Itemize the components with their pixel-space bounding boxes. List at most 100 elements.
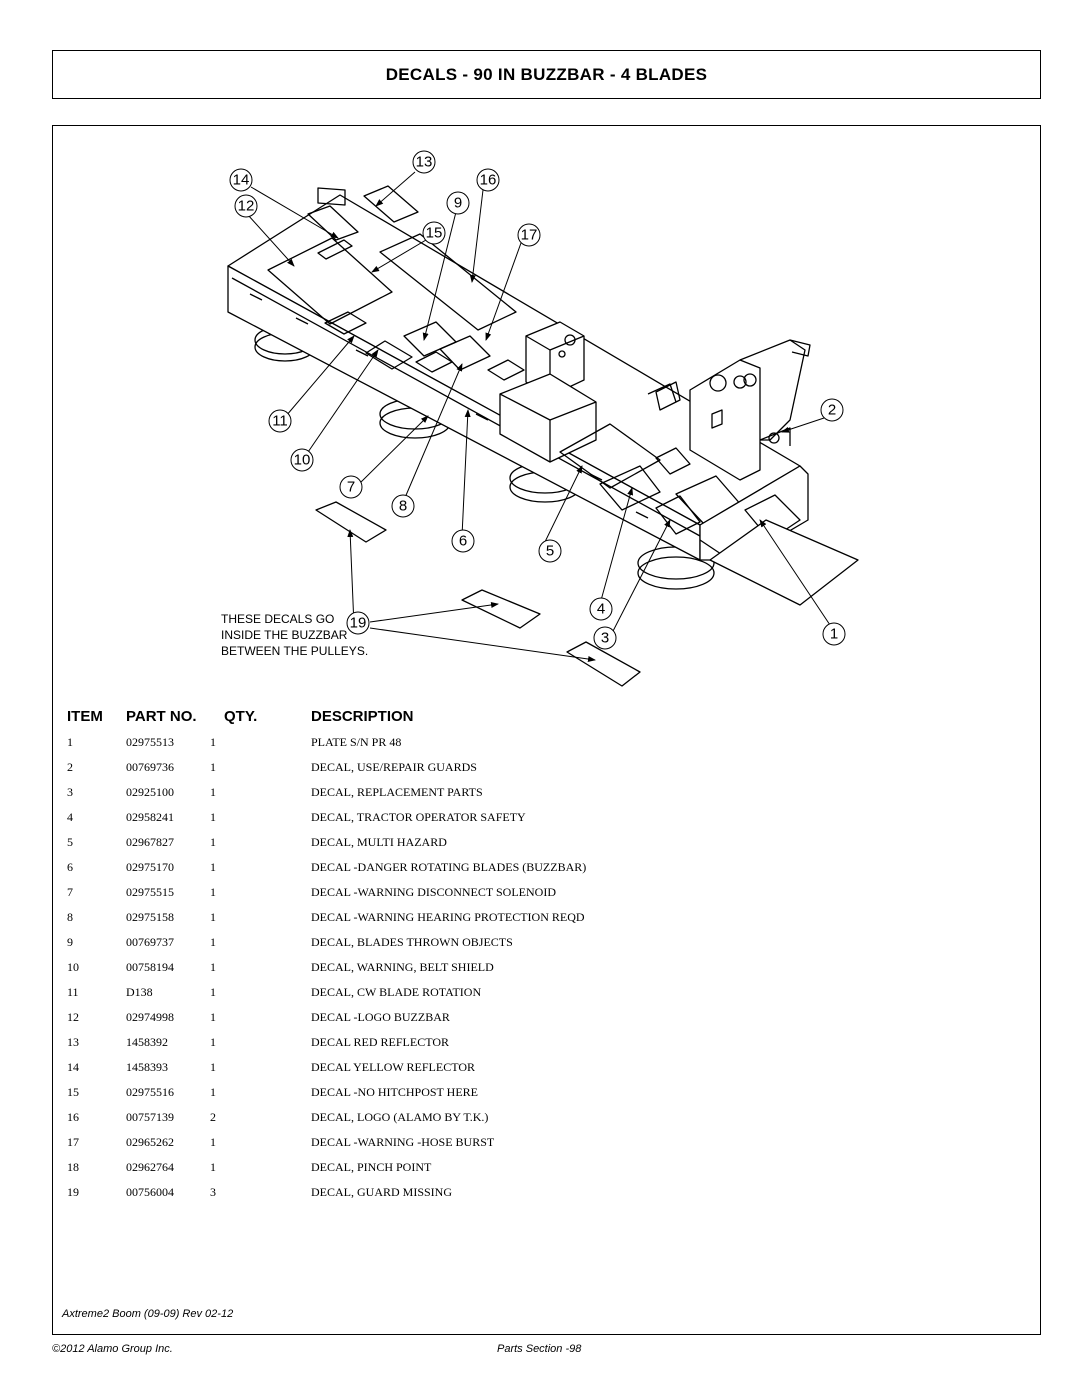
cell-qty: 1 <box>210 1035 216 1049</box>
cell-desc: DECAL YELLOW REFLECTOR <box>311 1060 475 1074</box>
cell-part: 00757139 <box>126 1110 174 1124</box>
cell-desc: DECAL, TRACTOR OPERATOR SAFETY <box>311 810 526 824</box>
cell-desc: DECAL RED REFLECTOR <box>311 1035 450 1049</box>
header-item: ITEM <box>67 708 103 725</box>
cell-qty: 1 <box>210 860 216 874</box>
callout-7: 7 <box>347 479 355 496</box>
cell-part: 02975170 <box>126 860 174 874</box>
table-row: 9 00769737 1 DECAL, BLADES THROWN OBJECTS <box>0 935 1080 960</box>
cell-desc: DECAL -WARNING DISCONNECT SOLENOID <box>311 885 556 899</box>
cell-item: 10 <box>67 960 79 974</box>
cell-item: 1 <box>67 735 73 749</box>
table-row: 8 02975158 1 DECAL -WARNING HEARING PROTECT… <box>0 910 1080 935</box>
callout-12: 12 <box>238 198 255 215</box>
footer-copyright: ©2012 Alamo Group Inc. <box>52 1343 173 1355</box>
cell-item: 15 <box>67 1085 79 1099</box>
note-line-3: BETWEEN THE PULLEYS. <box>221 644 368 658</box>
cell-desc: DECAL -DANGER ROTATING BLADES (BUZZBAR) <box>311 860 587 874</box>
cell-item: 14 <box>67 1060 79 1074</box>
cell-part: 02962764 <box>126 1160 174 1174</box>
cell-part: 02975513 <box>126 735 174 749</box>
cell-desc: DECAL, WARNING, BELT SHIELD <box>311 960 494 974</box>
cell-item: 4 <box>67 810 73 824</box>
cell-qty: 1 <box>210 885 216 899</box>
cell-part: 00769737 <box>126 935 174 949</box>
table-row: 1 02975513 1 PLATE S/N PR 48 <box>0 735 1080 760</box>
cell-desc: DECAL, GUARD MISSING <box>311 1185 453 1199</box>
table-row: 17 02965262 1 DECAL -WARNING -HOSE BURST <box>0 1135 1080 1160</box>
cell-item: 17 <box>67 1135 79 1149</box>
cell-item: 16 <box>67 1110 79 1124</box>
callout-14: 14 <box>233 172 250 189</box>
callout-3: 3 <box>601 630 609 647</box>
callout-13: 13 <box>416 154 433 171</box>
cell-item: 6 <box>67 860 73 874</box>
callout-5: 5 <box>546 543 554 560</box>
callout-19: 19 <box>350 615 367 632</box>
cell-item: 8 <box>67 910 73 924</box>
cell-qty: 1 <box>210 1135 216 1149</box>
cell-item: 9 <box>67 935 73 949</box>
cell-part: 02967827 <box>126 835 174 849</box>
cell-part: 02975516 <box>126 1085 174 1099</box>
callout-17: 17 <box>521 227 538 244</box>
cell-part: 02965262 <box>126 1135 174 1149</box>
callout-8: 8 <box>399 498 407 515</box>
cell-desc: DECAL -NO HITCHPOST HERE <box>311 1085 478 1099</box>
revision-label: Axtreme2 Boom (09-09) Rev 02-12 <box>62 1308 234 1320</box>
cell-qty: 1 <box>210 960 216 974</box>
cell-desc: DECAL, USE/REPAIR GUARDS <box>311 760 477 774</box>
cell-desc: DECAL -WARNING HEARING PROTECTION REQD <box>311 910 585 924</box>
cell-desc: DECAL, PINCH POINT <box>311 1160 432 1174</box>
cell-item: 19 <box>67 1185 79 1199</box>
callout-9: 9 <box>454 195 462 212</box>
cell-desc: DECAL -WARNING -HOSE BURST <box>311 1135 495 1149</box>
cell-part: 00758194 <box>126 960 174 974</box>
callout-16: 16 <box>480 172 497 189</box>
cell-part: 00769736 <box>126 760 174 774</box>
callout-2: 2 <box>828 402 836 419</box>
cell-desc: DECAL, BLADES THROWN OBJECTS <box>311 935 513 949</box>
callout-15: 15 <box>426 225 443 242</box>
header-part-no: PART NO. <box>126 708 197 725</box>
cell-desc: DECAL -LOGO BUZZBAR <box>311 1010 450 1024</box>
cell-item: 12 <box>67 1010 79 1024</box>
cell-part: 02975515 <box>126 885 174 899</box>
cell-qty: 1 <box>210 935 216 949</box>
table-row: 10 00758194 1 DECAL, WARNING, BELT SHIELD <box>0 960 1080 985</box>
cell-qty: 1 <box>210 910 216 924</box>
cell-item: 2 <box>67 760 73 774</box>
buzzbar-diagram: 13 14 16 12 9 15 17 2 11 10 7 8 6 5 4 3 … <box>221 150 859 687</box>
note-line-1: THESE DECALS GO <box>221 612 334 626</box>
callout-4: 4 <box>597 601 605 618</box>
cell-desc: DECAL, MULTI HAZARD <box>311 835 447 849</box>
cell-part: D138 <box>126 985 153 999</box>
callout-6: 6 <box>459 533 467 550</box>
callout-10: 10 <box>294 452 311 469</box>
header-qty: QTY. <box>224 708 258 725</box>
cell-qty: 1 <box>210 1060 216 1074</box>
cell-qty: 2 <box>210 1110 216 1124</box>
cell-part: 02974998 <box>126 1010 174 1024</box>
note-line-2: INSIDE THE BUZZBAR <box>221 628 348 642</box>
cell-part: 02925100 <box>126 785 174 799</box>
cell-part: 02975158 <box>126 910 174 924</box>
cell-item: 11 <box>67 985 79 999</box>
table-row: 16 00757139 2 DECAL, LOGO (ALAMO BY T.K.) <box>0 1110 1080 1135</box>
cell-desc: DECAL, CW BLADE ROTATION <box>311 985 482 999</box>
cell-qty: 1 <box>210 735 216 749</box>
cell-desc: PLATE S/N PR 48 <box>311 735 402 749</box>
callout-1: 1 <box>830 626 838 643</box>
content-frame <box>52 125 1041 1335</box>
cell-desc: DECAL, LOGO (ALAMO BY T.K.) <box>311 1110 489 1124</box>
cell-item: 13 <box>67 1035 79 1049</box>
